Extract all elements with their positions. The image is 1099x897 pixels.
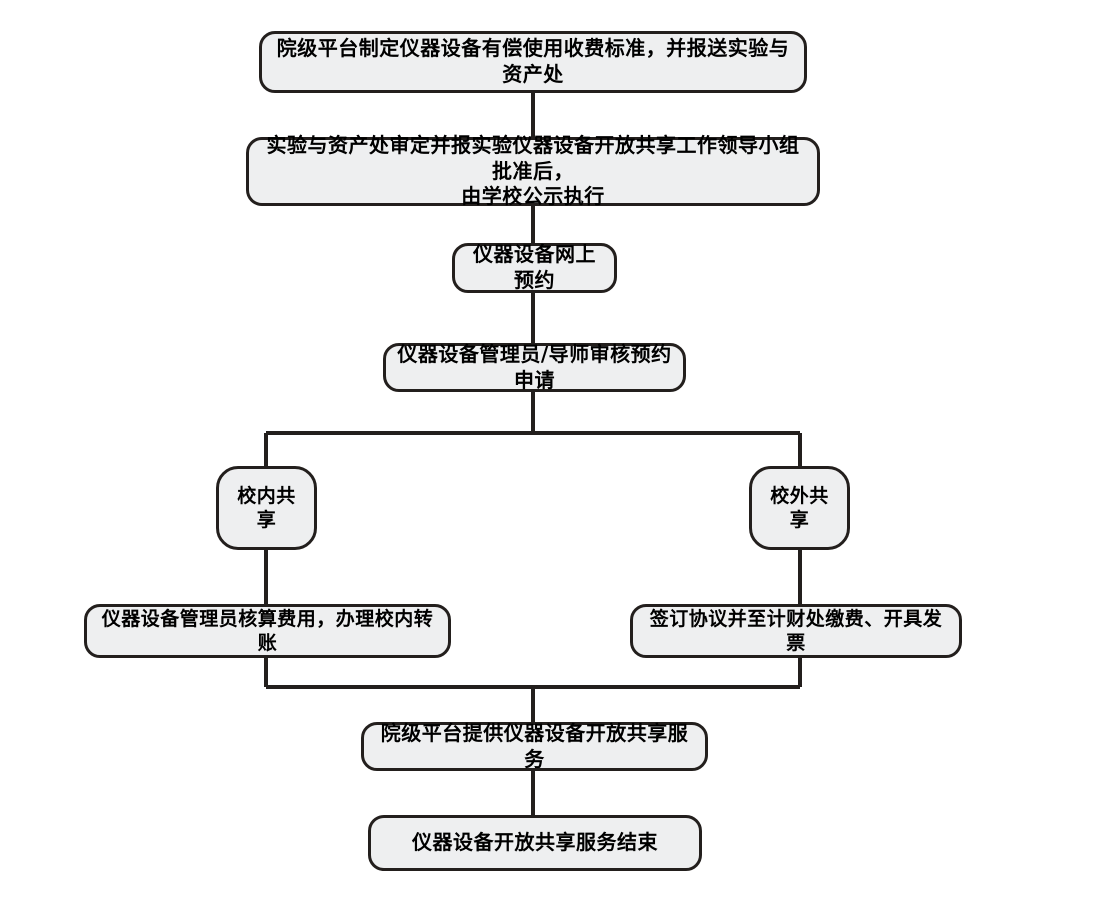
node-fee-standard[interactable]: 院级平台制定仪器设备有偿使用收费标准，并报送实验与资产处 (259, 31, 807, 93)
node-provide-service[interactable]: 院级平台提供仪器设备开放共享服务 (361, 720, 708, 771)
node-online-booking-label: 仪器设备网上预约 (473, 242, 596, 292)
node-internal-transfer-label: 仪器设备管理员核算费用，办理校内转账 (101, 607, 434, 654)
node-internal-share-label: 校内共享 (237, 484, 296, 531)
node-provide-service-label: 院级平台提供仪器设备开放共享服务 (380, 720, 689, 771)
node-online-booking[interactable]: 仪器设备网上预约 (452, 242, 617, 293)
node-external-payment-label: 签订协议并至计财处缴费、开具发票 (649, 607, 943, 654)
node-review-request[interactable]: 仪器设备管理员/导师审核预约申请 (383, 341, 686, 392)
node-external-share[interactable]: 校外共享 (749, 466, 850, 550)
node-external-payment[interactable]: 签订协议并至计财处缴费、开具发票 (630, 604, 962, 658)
node-internal-share[interactable]: 校内共享 (216, 466, 317, 550)
node-fee-standard-label: 院级平台制定仪器设备有偿使用收费标准，并报送实验与资产处 (276, 36, 790, 86)
node-review-request-label: 仪器设备管理员/导师审核预约申请 (397, 341, 672, 392)
node-external-share-label: 校外共享 (770, 484, 829, 531)
node-service-end-label: 仪器设备开放共享服务结束 (412, 830, 658, 855)
node-internal-transfer[interactable]: 仪器设备管理员核算费用，办理校内转账 (84, 604, 451, 658)
node-approval-label: 实验与资产处审定并报实验仪器设备开放共享工作领导小组批准后， 由学校公示执行 (266, 133, 800, 209)
node-approval[interactable]: 实验与资产处审定并报实验仪器设备开放共享工作领导小组批准后， 由学校公示执行 (246, 133, 820, 208)
node-service-end[interactable]: 仪器设备开放共享服务结束 (368, 815, 702, 871)
